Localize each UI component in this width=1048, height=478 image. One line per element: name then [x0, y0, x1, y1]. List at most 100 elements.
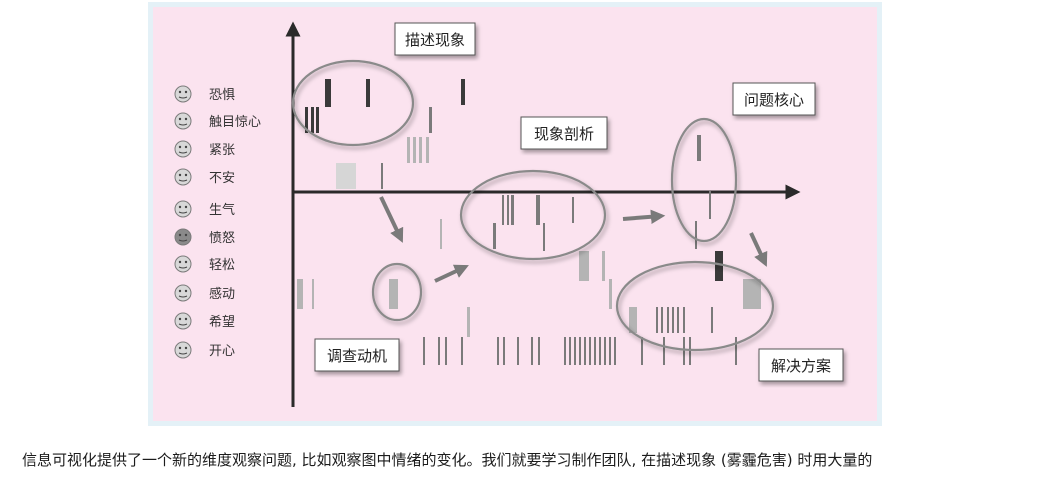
emotion-mark [531, 337, 533, 365]
emotion-mark [438, 337, 440, 365]
emotion-mark [672, 307, 674, 333]
emotion-mark [461, 337, 463, 365]
emotion-label: 感动 [209, 286, 235, 302]
emotion-mark [316, 107, 319, 133]
emotion-label: 轻松 [209, 258, 235, 273]
emotion-mark [584, 337, 586, 365]
stage-label-text: 解决方案 [771, 357, 831, 375]
emotion-mark [366, 79, 370, 107]
emotion-mark [312, 279, 314, 309]
emotion-mark [579, 251, 589, 281]
emotion-mark [461, 79, 465, 105]
emotion-mark [683, 307, 685, 333]
ellipse-solution [615, 260, 775, 352]
arrow-describe-to-motive [379, 196, 404, 243]
emotion-mark [407, 137, 410, 163]
emotion-mark [538, 337, 540, 365]
emotion-marks [297, 79, 761, 365]
emotion-mark [735, 337, 737, 365]
stage-label-text: 问题核心 [744, 91, 804, 109]
worried-face-icon [174, 168, 192, 186]
stage-label-analysis: 现象剖析 [520, 116, 608, 150]
emotion-label: 生气 [209, 202, 235, 218]
emotion-mark [503, 337, 505, 365]
emotion-mark [543, 223, 545, 251]
emotion-mark [511, 195, 514, 225]
stage-label-describe: 描述现象 [394, 22, 476, 56]
emotion-mark [629, 307, 637, 333]
ellipse-analysis [459, 169, 607, 261]
emotion-mark [467, 307, 470, 337]
emotion-mark [709, 191, 711, 219]
emotion-mark [413, 137, 416, 163]
stage-label-text: 调查动机 [327, 347, 387, 365]
emotion-mark [297, 279, 303, 309]
emotion-mark [656, 307, 658, 333]
emotion-mark [564, 337, 566, 365]
emotion-mark [743, 279, 761, 309]
emotion-mark [602, 251, 605, 281]
emotion-mark [336, 163, 356, 189]
emotion-mark [381, 163, 383, 189]
emotion-mark [423, 337, 425, 365]
chart-panel: 恐惧触目惊心紧张不安生气愤怒轻松感动希望开心 描述现象 [153, 7, 877, 421]
figure-frame: 恐惧触目惊心紧张不安生气愤怒轻松感动希望开心 描述现象 [148, 2, 882, 426]
emotion-mark [609, 279, 612, 309]
emotion-mark [311, 107, 314, 133]
emotion-mark [325, 79, 328, 107]
emotion-mark [715, 251, 723, 281]
emotion-mark [419, 137, 422, 163]
emotion-label: 愤怒 [209, 231, 235, 246]
emotion-mark [569, 337, 571, 365]
emotion-mark [497, 337, 499, 365]
emotion-mark [429, 107, 432, 133]
figure-caption: 信息可视化提供了一个新的维度观察问题, 比如观察图中情绪的变化。我们就要学习制作… [22, 451, 873, 469]
emotion-mark [440, 219, 442, 249]
emotion-mark [677, 307, 679, 333]
emotion-mark [517, 337, 519, 365]
stage-ellipses [291, 59, 775, 352]
annoyed-face-icon [174, 200, 192, 218]
emotion-label: 紧张 [209, 143, 235, 158]
emotion-mark [389, 279, 398, 309]
scream-face-icon [174, 85, 192, 103]
arrow-analysis-to-core [622, 209, 666, 224]
emotion-mark [614, 337, 616, 365]
emotion-mark [493, 223, 496, 249]
arrow-motive-to-analysis [434, 264, 469, 283]
emotion-mark [574, 337, 576, 365]
touched-face-icon [174, 284, 192, 302]
emotion-mark [572, 197, 574, 223]
emotion-mark [305, 107, 308, 133]
emotion-mark [328, 79, 331, 107]
emotion-mark [661, 307, 663, 333]
flexed-arm-icon [174, 312, 192, 330]
angry-face-icon [174, 228, 192, 246]
ellipse-motive [371, 262, 423, 322]
ellipse-describe [291, 59, 415, 147]
emotion-mark [599, 337, 601, 365]
emotion-label: 恐惧 [209, 87, 235, 103]
relaxed-face-icon [174, 255, 192, 273]
stage-label-text: 现象剖析 [534, 125, 594, 143]
stage-label-text: 描述现象 [405, 31, 465, 49]
emotion-mark [445, 337, 447, 365]
emotion-mark [604, 337, 606, 365]
stage-label-core: 问题核心 [732, 82, 816, 116]
emotion-mark [579, 337, 581, 365]
emotion-mark [697, 135, 701, 161]
emotion-mark [609, 337, 611, 365]
emotion-mark [426, 137, 429, 163]
emotion-mark [663, 337, 665, 365]
emotion-mark [667, 307, 669, 333]
shocked-face-icon [174, 112, 192, 130]
emotion-mark [711, 307, 713, 333]
emotion-label: 希望 [209, 314, 235, 330]
emotion-mark [507, 195, 509, 225]
emotion-label: 触目惊心 [209, 115, 261, 130]
happy-face-icon [174, 341, 192, 359]
nervous-face-icon [174, 140, 192, 158]
emotion-mark [589, 337, 591, 365]
